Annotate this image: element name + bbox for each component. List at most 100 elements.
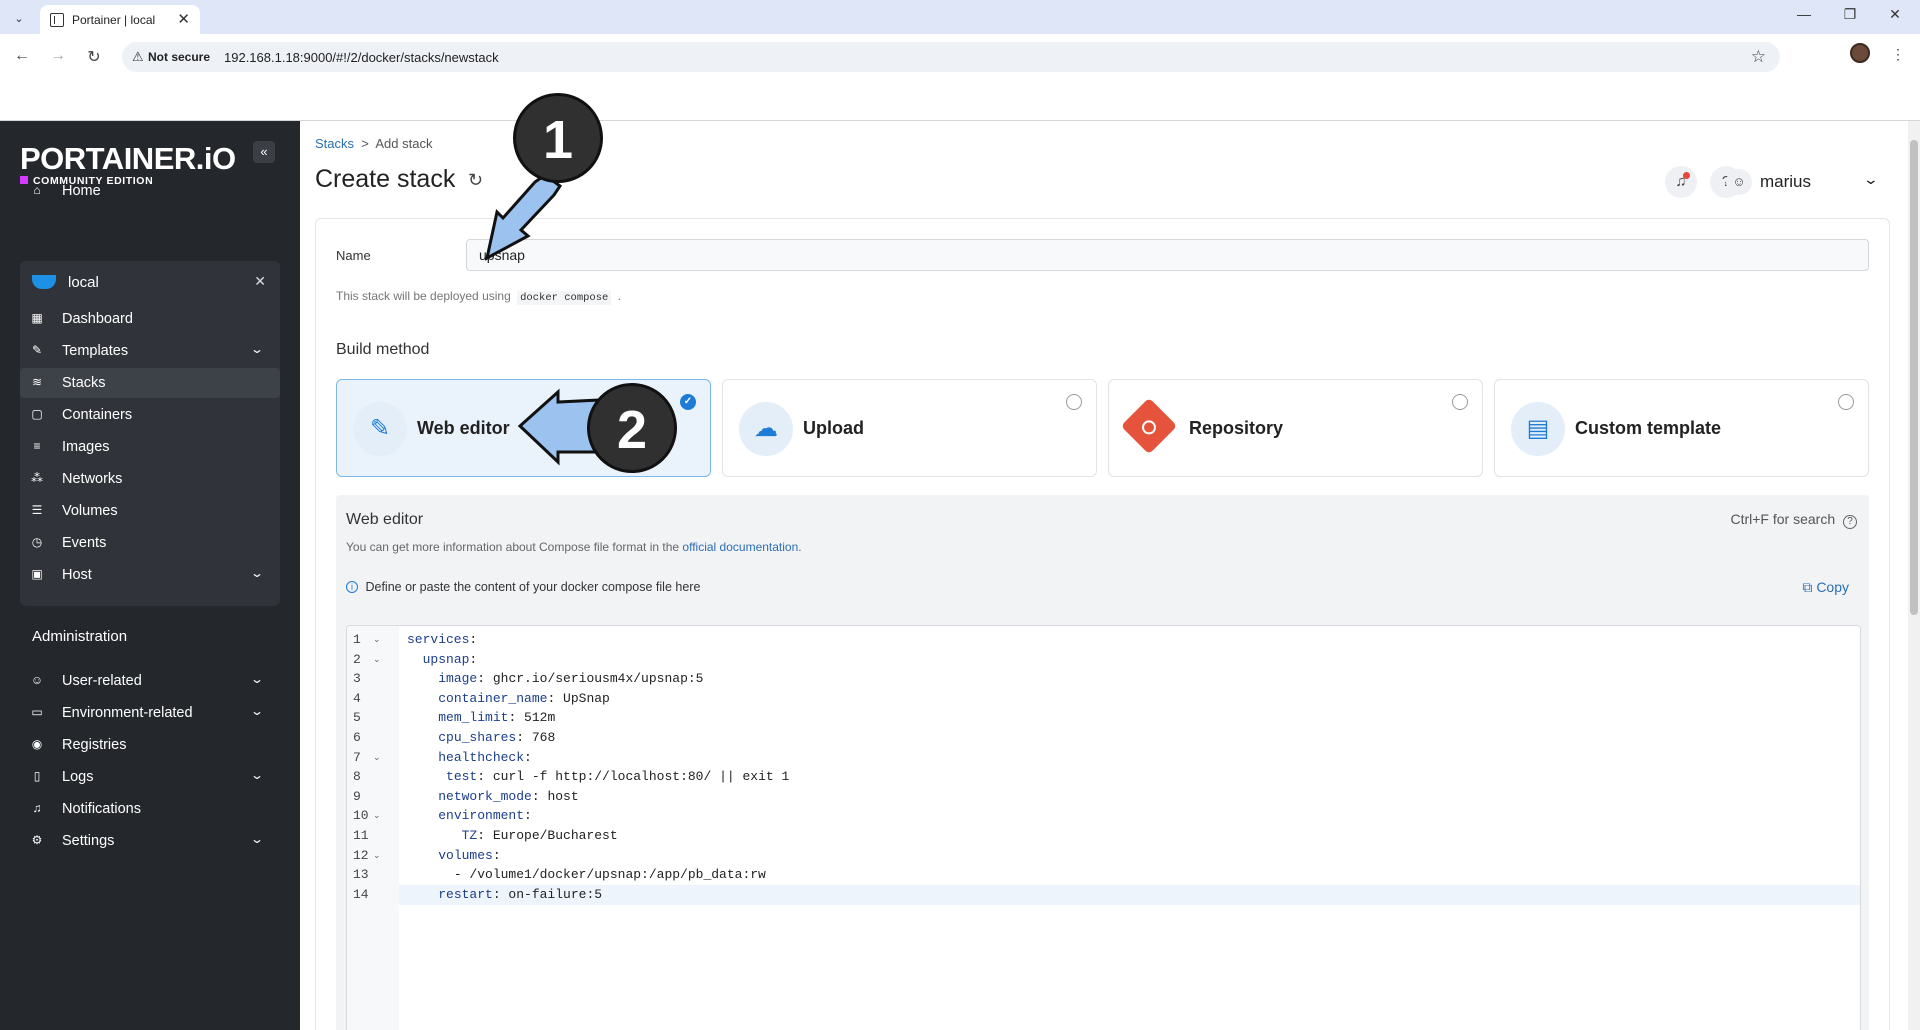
line-number: 2 <box>353 651 361 667</box>
radio-button[interactable] <box>1066 394 1082 410</box>
code-line[interactable]: 8 test: curl -f http://localhost:80/ || … <box>347 767 1860 787</box>
code-line[interactable]: 14 restart: on-failure:5 <box>347 885 1860 905</box>
url-text[interactable]: 192.168.1.18:9000/#!/2/docker/stacks/new… <box>224 50 499 65</box>
portainer-logo: PORTAINER.iO <box>20 141 236 176</box>
page-scrollbar-thumb[interactable] <box>1910 140 1918 615</box>
code-text: container_name: UpSnap <box>438 690 610 706</box>
close-environment-icon[interactable]: ✕ <box>254 273 266 289</box>
stack-name-input[interactable] <box>466 239 1869 271</box>
code-line[interactable]: 6 cpu_shares: 768 <box>347 728 1860 748</box>
sidebar-item-containers[interactable]: ▢ Containers <box>20 400 280 430</box>
portainer-favicon-icon <box>50 13 64 27</box>
code-line[interactable]: 3 image: ghcr.io/seriousm4x/upsnap:5 <box>347 669 1860 689</box>
code-line[interactable]: 13 - /volume1/docker/upsnap:/app/pb_data… <box>347 865 1860 885</box>
code-line[interactable]: 9 network_mode: host <box>347 787 1860 807</box>
username[interactable]: marius <box>1760 172 1812 191</box>
sidebar-item-registries[interactable]: ◉ Registries <box>20 730 280 760</box>
editor-info-text: You can get more information about Compo… <box>346 540 680 554</box>
copy-label: Copy <box>1816 579 1849 595</box>
line-number: 3 <box>353 671 361 687</box>
fold-chevron-icon[interactable]: ⌄ <box>373 654 381 665</box>
tab-search-chevron-icon[interactable]: ⌄ <box>14 13 24 25</box>
fold-chevron-icon[interactable]: ⌄ <box>373 811 381 822</box>
tab-close-icon[interactable]: ✕ <box>177 11 190 28</box>
line-number: 5 <box>353 710 361 726</box>
forward-icon[interactable]: → <box>50 47 66 64</box>
omnibox[interactable]: ⚠ Not secure 192.168.1.18:9000/#!/2/dock… <box>122 42 1780 72</box>
fold-chevron-icon[interactable]: ⌄ <box>373 635 381 645</box>
sidebar-item-dashboard[interactable]: ▦ Dashboard <box>20 304 280 334</box>
sidebar-item-notifications[interactable]: ♫ Notifications <box>20 794 280 824</box>
breadcrumb-stacks-link[interactable]: Stacks <box>315 136 355 151</box>
official-documentation-link[interactable]: official documentation <box>682 540 799 554</box>
sidebar-item-logs[interactable]: ▯ Logs ⌄ <box>20 762 280 792</box>
browser-tab[interactable]: Portainer | local ✕ <box>40 5 200 34</box>
line-number: 8 <box>353 769 361 785</box>
code-text: volumes: <box>438 847 501 863</box>
web-editor-title: Web editor <box>346 511 424 528</box>
code-line[interactable]: 1⌄services: <box>347 630 1860 650</box>
page-title: Create stack <box>315 165 456 193</box>
line-number: 14 <box>353 886 369 902</box>
sidebar-item-user-related[interactable]: ☺ User-related ⌄ <box>20 666 280 696</box>
docker-icon <box>32 275 56 289</box>
code-line[interactable]: 2⌄ upsnap: <box>347 650 1860 670</box>
sidebar-item-host[interactable]: ▣ Host ⌄ <box>20 560 280 590</box>
help-icon[interactable]: ? <box>1843 515 1857 529</box>
code-line[interactable]: 5 mem_limit: 512m <box>347 708 1860 728</box>
hard-drive-icon: ▭ <box>31 705 43 719</box>
code-line[interactable]: 7⌄ healthcheck: <box>347 748 1860 768</box>
sidebar-item-label: Templates <box>62 343 129 359</box>
radio-button[interactable] <box>1452 394 1468 410</box>
browser-menu-icon[interactable]: ⋮ <box>1891 46 1905 62</box>
chevron-down-icon[interactable]: ⌄ <box>1862 171 1880 187</box>
copy-button[interactable]: ⧉ Copy <box>1802 579 1849 596</box>
code-line[interactable]: 12⌄ volumes: <box>347 846 1860 866</box>
name-label: Name <box>336 248 371 263</box>
bookmark-star-icon[interactable]: ☆ <box>1750 47 1766 66</box>
code-line[interactable]: 4 container_name: UpSnap <box>347 689 1860 709</box>
sidebar-item-volumes[interactable]: ☰ Volumes <box>20 496 280 526</box>
reload-icon[interactable]: ↻ <box>87 49 101 66</box>
deploy-note: This stack will be deployed using docker… <box>336 289 621 305</box>
minimize-icon[interactable]: — <box>1797 6 1811 22</box>
chevron-down-icon: ⌄ <box>249 704 265 718</box>
profile-avatar[interactable] <box>1850 43 1870 63</box>
selected-check-icon[interactable]: ✓ <box>680 394 696 410</box>
code-line[interactable]: 10⌄ environment: <box>347 806 1860 826</box>
sidebar-item-events[interactable]: ◷ Events <box>20 528 280 558</box>
gear-icon: ⚙ <box>31 833 43 847</box>
sidebar-item-images[interactable]: ≡ Images <box>20 432 280 462</box>
fold-chevron-icon[interactable]: ⌄ <box>373 752 381 763</box>
sidebar-item-settings[interactable]: ⚙ Settings ⌄ <box>20 826 280 856</box>
warning-icon: ⚠ <box>132 49 144 64</box>
build-method-custom-template[interactable]: ▤ Custom template <box>1494 379 1869 477</box>
build-method-upload[interactable]: ☁ Upload <box>722 379 1097 477</box>
sidebar-item-networks[interactable]: ⁂ Networks <box>20 464 280 494</box>
refresh-icon[interactable]: ↻ <box>468 170 484 190</box>
user-avatar[interactable]: ☺ <box>1726 169 1752 195</box>
host-icon: ▣ <box>31 567 43 581</box>
sidebar-item-stacks[interactable]: ≋ Stacks <box>20 368 280 398</box>
layers-icon: ≋ <box>31 375 43 389</box>
radio-button[interactable] <box>1838 394 1854 410</box>
build-method-repository[interactable]: Repository <box>1108 379 1483 477</box>
notifications-button[interactable]: ♫ <box>1665 166 1697 198</box>
line-number: 10 <box>353 808 369 824</box>
file-icon: ▯ <box>33 769 41 783</box>
code-editor[interactable]: 1⌄services:2⌄ upsnap:3 image: ghcr.io/se… <box>346 625 1861 1030</box>
back-icon[interactable]: ← <box>14 47 30 64</box>
sidebar-item-environment-related[interactable]: ▭ Environment-related ⌄ <box>20 698 280 728</box>
sidebar-item-templates[interactable]: ✎ Templates ⌄ <box>20 336 280 366</box>
collapse-sidebar-button[interactable]: « <box>253 141 275 163</box>
restore-icon[interactable]: ❐ <box>1843 6 1857 22</box>
window-close-icon[interactable]: ✕ <box>1889 6 1901 22</box>
environment-panel: local ✕ <box>20 261 280 606</box>
fold-chevron-icon[interactable]: ⌄ <box>373 850 381 861</box>
bell-icon: ♫ <box>1675 173 1687 190</box>
security-label[interactable]: Not secure <box>148 50 211 64</box>
code-line[interactable]: 11 TZ: Europe/Bucharest <box>347 826 1860 846</box>
line-number: 4 <box>353 690 361 706</box>
define-note: i Define or paste the content of your do… <box>346 580 700 594</box>
sidebar-item-home[interactable]: ⌂ Home <box>20 176 280 206</box>
